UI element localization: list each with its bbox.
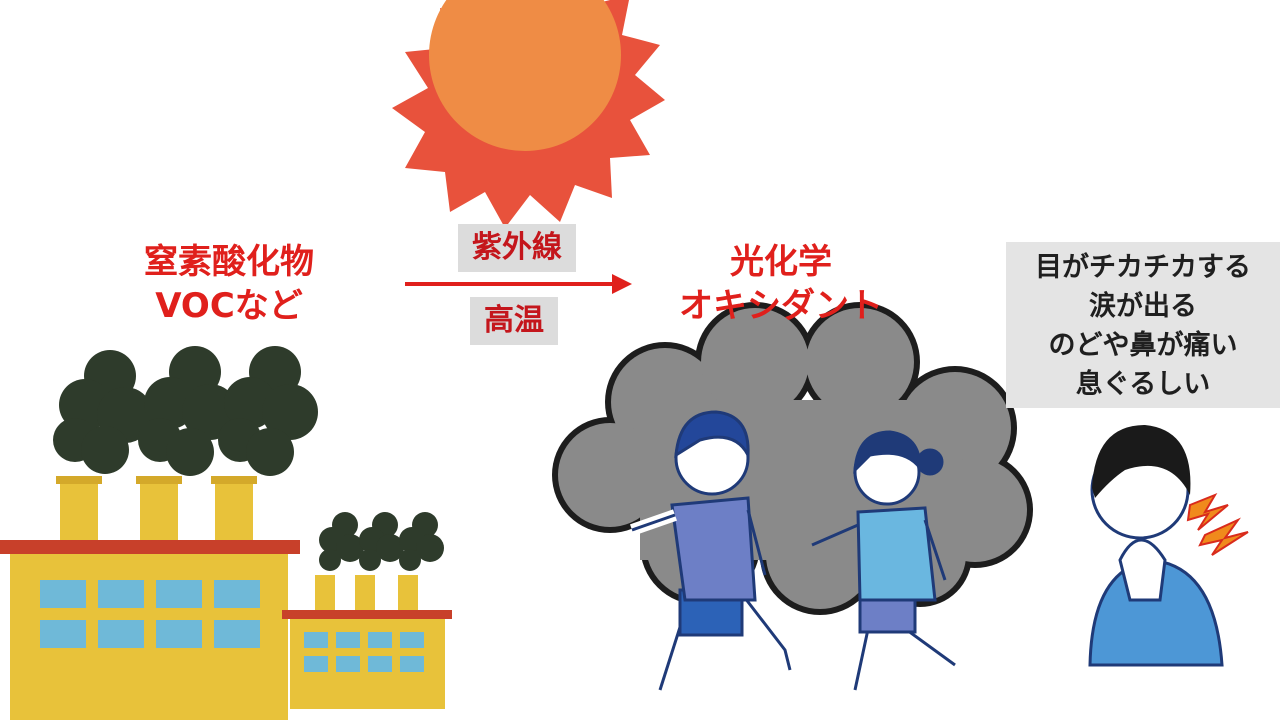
reaction-arrow xyxy=(405,274,632,294)
symptom-item: 涙が出る xyxy=(1089,291,1197,322)
symptoms-box: 目がチカチカする 涙が出る のどや鼻が痛い 息ぐるしい xyxy=(1006,242,1280,408)
pain-mark-icon xyxy=(1186,492,1249,556)
sources-line2: VOCなど xyxy=(155,286,303,326)
smoke-cloud-icon xyxy=(53,346,318,476)
product-label: 光化学 オキシダント xyxy=(656,240,906,328)
condition-heat: 高温 xyxy=(470,297,558,345)
factory-icon xyxy=(0,346,318,720)
sources-line1: 窒素酸化物 xyxy=(144,242,314,282)
small-factory-icon xyxy=(282,512,452,709)
smog-cloud-icon xyxy=(552,302,1033,615)
symptom-item: 息ぐるしい xyxy=(1075,369,1211,400)
product-line1: 光化学 xyxy=(730,242,832,282)
symptom-item: 目がチカチカする xyxy=(1035,252,1251,283)
running-girl-icon xyxy=(811,430,956,691)
coughing-person-icon xyxy=(1088,425,1249,667)
running-boy-icon xyxy=(630,410,792,702)
product-line2: オキシダント xyxy=(679,286,883,326)
sun-icon xyxy=(392,0,665,228)
sources-label: 窒素酸化物 VOCなど xyxy=(118,240,340,328)
condition-uv: 紫外線 xyxy=(458,224,576,272)
symptom-item: のどや鼻が痛い xyxy=(1048,330,1238,361)
